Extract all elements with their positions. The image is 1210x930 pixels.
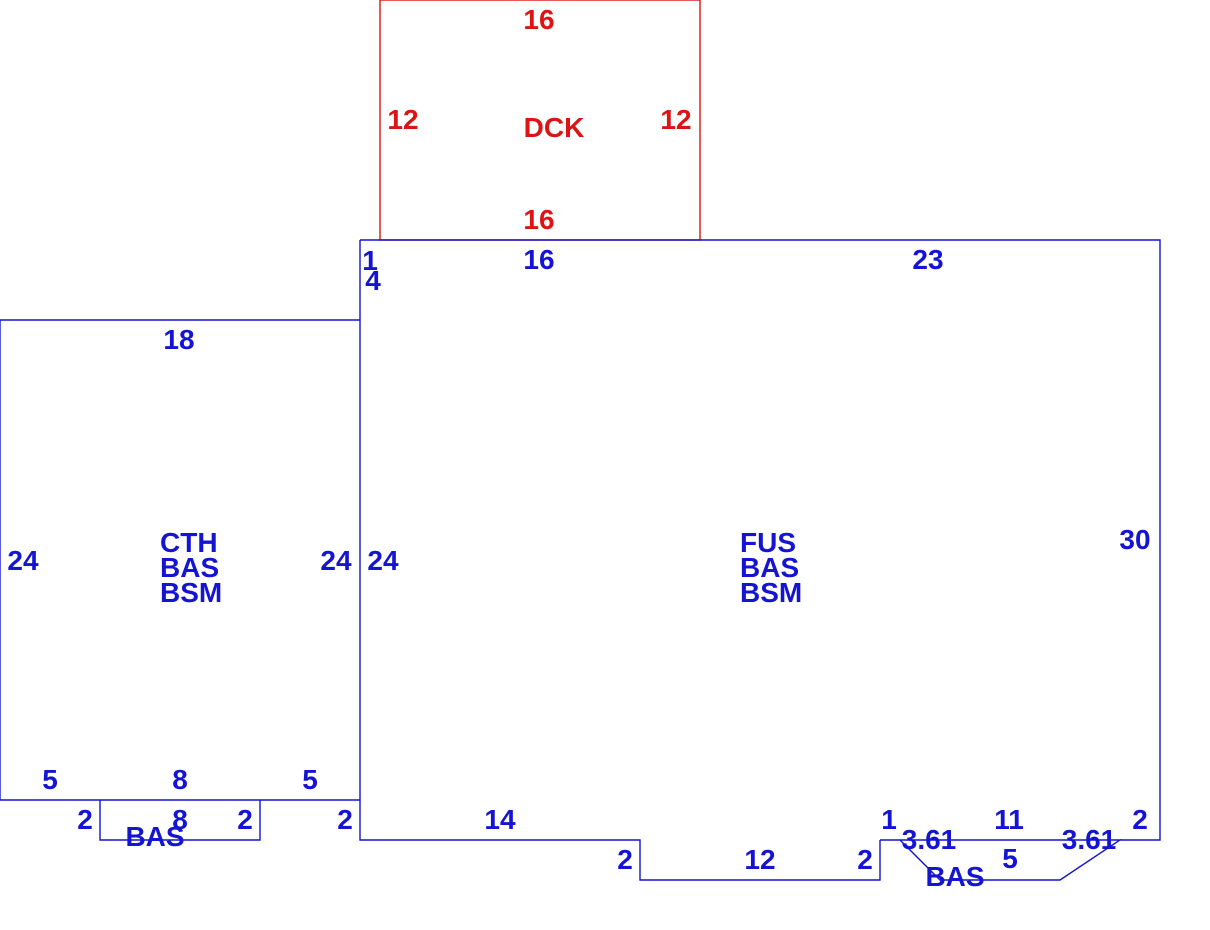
east-bay-outline <box>880 839 1123 881</box>
main-dim-top-mid: 16 <box>523 244 554 275</box>
deck-dim-left: 12 <box>387 104 418 135</box>
west-label-bsm: BSM <box>160 577 222 608</box>
west-bay-dim-left: 2 <box>77 804 93 835</box>
main-dim-right: 30 <box>1119 524 1150 555</box>
west-dim-left: 24 <box>7 545 39 576</box>
main-building-outline <box>359 239 1161 881</box>
west-dim-bottom-right: 5 <box>302 764 318 795</box>
main-dim-top-right: 23 <box>912 244 943 275</box>
main-dim-bottom-left: 14 <box>484 804 516 835</box>
west-dim-bottom-mid: 8 <box>172 764 188 795</box>
main-dim-step-small: 1 <box>881 804 897 835</box>
main-dim-top-left-a: 1 <box>362 245 378 276</box>
deck-label: DCK <box>524 112 585 143</box>
main-dim-left: 24 <box>367 545 399 576</box>
deck-dim-right: 12 <box>660 104 691 135</box>
west-dim-bottom-left: 5 <box>42 764 58 795</box>
west-label-bas: BAS <box>160 552 219 583</box>
west-dim-right: 24 <box>320 545 352 576</box>
west-dim-top: 18 <box>163 324 194 355</box>
west-bay-label: BAS <box>125 821 184 852</box>
east-bay-label: BAS <box>925 861 984 892</box>
east-bay-dim-bottom: 5 <box>1002 843 1018 874</box>
deck-dim-bottom: 16 <box>523 204 554 235</box>
main-dim-notch-bottom: 12 <box>744 844 775 875</box>
main-dim-notch-right: 2 <box>857 844 873 875</box>
east-bay-dim-diag-right: 3.61 <box>1062 824 1117 855</box>
main-label-bsm: BSM <box>740 577 802 608</box>
west-bay-dim-right: 2 <box>237 804 253 835</box>
main-label-fus: FUS <box>740 527 796 558</box>
main-dim-bottom-left-step: 2 <box>337 804 353 835</box>
east-bay-dim-diag-left: 3.61 <box>902 824 957 855</box>
main-dim-top-left-b: 4 <box>365 265 381 296</box>
west-label-cth: CTH <box>160 527 218 558</box>
west-wing-outline <box>0 319 360 801</box>
west-bay-dim-bottom: 8 <box>172 804 188 835</box>
deck-dim-top: 16 <box>523 4 554 35</box>
main-dim-notch-left: 2 <box>617 844 633 875</box>
main-dim-bay-top: 11 <box>994 804 1024 835</box>
main-label-bas: BAS <box>740 552 799 583</box>
west-bay-outline <box>99 800 261 841</box>
main-dim-bottom-right-step: 2 <box>1132 804 1148 835</box>
